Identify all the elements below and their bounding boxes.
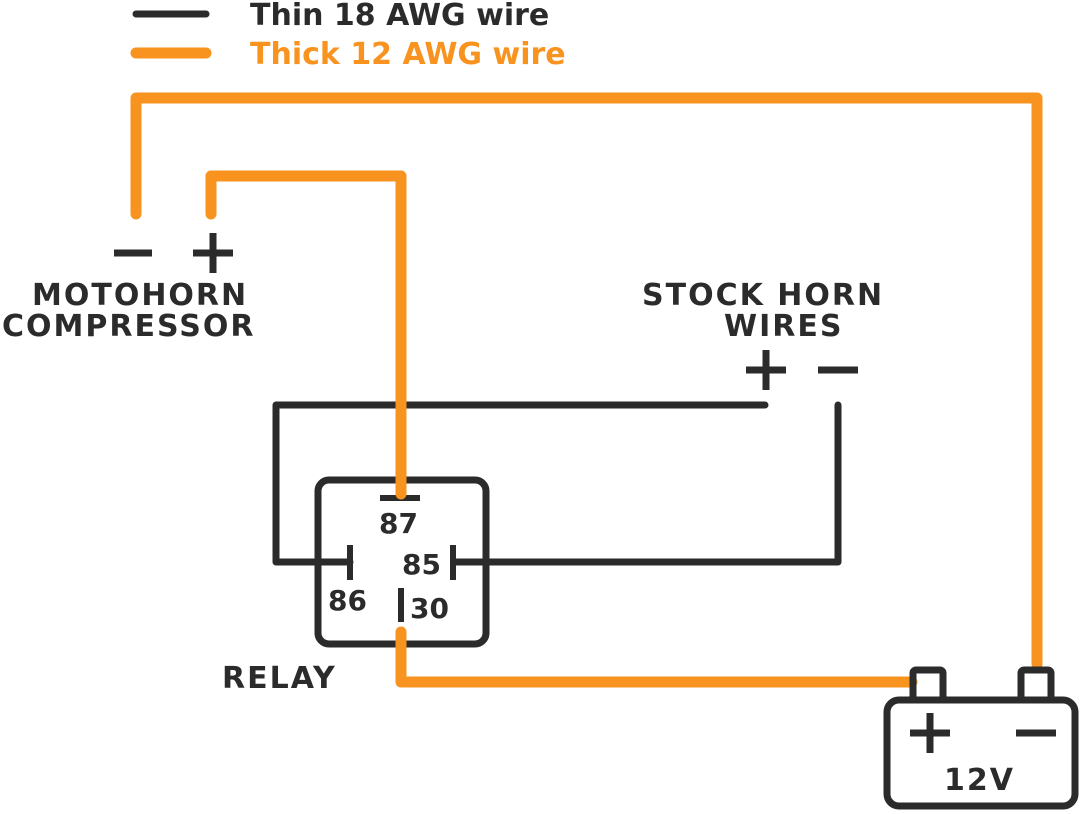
battery-plus-terminal bbox=[909, 666, 947, 704]
battery: 12V bbox=[883, 666, 1079, 810]
thin-wire-horn-minus-to-85 bbox=[450, 401, 842, 566]
compressor-label-line1: MOTOHORN bbox=[32, 278, 248, 313]
stock-horn-label-line2: WIRES bbox=[724, 309, 843, 344]
stock-horn-label-line1: STOCK HORN bbox=[642, 278, 884, 313]
battery-body bbox=[883, 696, 1079, 810]
compressor-plus-sign bbox=[193, 233, 233, 273]
battery-minus-terminal bbox=[1017, 666, 1055, 704]
relay: 87 85 86 30 RELAY bbox=[222, 476, 490, 696]
stock-horn-wires: STOCK HORN WIRES bbox=[642, 278, 884, 390]
thick-wire-87-to-compressor-plus bbox=[205, 170, 407, 500]
thick-wire-30-to-battery-plus bbox=[395, 626, 918, 688]
motohorn-compressor: MOTOHORN COMPRESSOR bbox=[2, 233, 255, 344]
thin-wire-horn-plus-to-86 bbox=[272, 401, 769, 566]
stock-horn-plus-sign bbox=[746, 350, 786, 390]
legend-thin-label: Thin 18 AWG wire bbox=[250, 0, 549, 33]
legend: Thin 18 AWG wire Thick 12 AWG wire bbox=[130, 0, 566, 72]
relay-pin-86-label: 86 bbox=[328, 584, 367, 617]
battery-plus-sign bbox=[910, 713, 950, 753]
compressor-label-line2: COMPRESSOR bbox=[2, 309, 255, 344]
relay-label: RELAY bbox=[222, 661, 337, 696]
relay-pin-85-label: 85 bbox=[402, 548, 441, 581]
relay-pin-30-label: 30 bbox=[410, 592, 449, 625]
thick-wire-battery-minus-to-compressor-minus bbox=[130, 92, 1043, 670]
relay-pin-87-label: 87 bbox=[379, 507, 418, 540]
battery-voltage-label: 12V bbox=[944, 763, 1015, 798]
legend-thick-label: Thick 12 AWG wire bbox=[250, 37, 566, 72]
